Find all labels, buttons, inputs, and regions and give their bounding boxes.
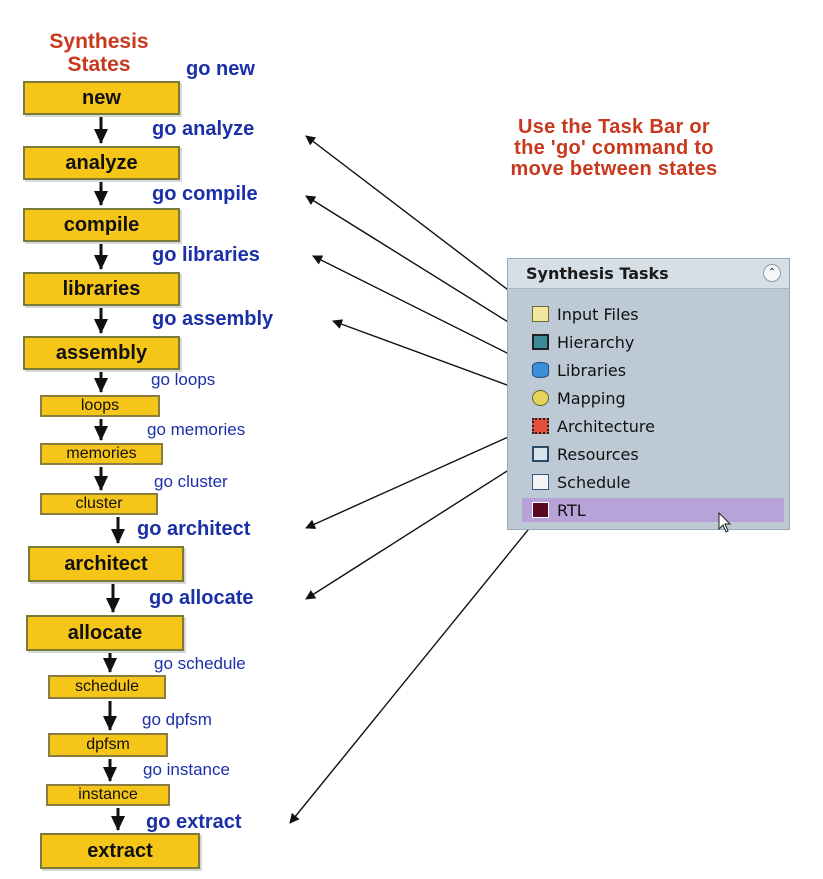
command-go-cluster: go cluster [154, 472, 228, 491]
state-dpfsm: dpfsm [48, 733, 168, 757]
resources-icon [532, 446, 549, 462]
state-analyze: analyze [23, 146, 180, 180]
diagram-title: Synthesis States [22, 30, 176, 76]
hierarchy-icon [532, 334, 549, 350]
libraries-icon [532, 362, 549, 378]
task-link-arrow-1 [305, 135, 538, 313]
task-label: RTL [557, 500, 586, 520]
input-files-icon [532, 306, 549, 322]
task-link-arrow-6 [305, 451, 538, 600]
state-allocate: allocate [26, 615, 184, 651]
command-go-schedule: go schedule [154, 654, 246, 673]
command-go-new: go new [186, 58, 255, 80]
task-resources[interactable]: Resources [522, 442, 784, 466]
schedule-icon [532, 474, 549, 490]
state-schedule: schedule [48, 675, 166, 699]
task-label: Mapping [557, 388, 626, 408]
architecture-icon [532, 418, 549, 434]
panel-title: Synthesis Tasks [526, 264, 669, 283]
command-go-extract: go extract [146, 811, 242, 833]
usage-note-line3: move between states [510, 158, 718, 180]
task-label: Architecture [557, 416, 655, 436]
task-libraries[interactable]: Libraries [522, 358, 784, 382]
task-mapping[interactable]: Mapping [522, 386, 784, 410]
command-go-loops: go loops [151, 370, 216, 389]
state-instance: instance [46, 784, 170, 806]
state-architect: architect [28, 546, 184, 582]
task-link-arrow-4 [332, 319, 538, 397]
usage-note: Use the Task Bar or the 'go' command to … [458, 117, 770, 180]
command-go-compile: go compile [152, 183, 258, 205]
task-label: Input Files [557, 304, 639, 324]
command-go-assembly: go assembly [152, 308, 274, 330]
command-go-dpfsm: go dpfsm [142, 710, 212, 729]
task-link-arrow-3 [312, 255, 538, 369]
state-libraries: libraries [23, 272, 180, 306]
usage-note-line1: Use the Task Bar or [517, 116, 711, 138]
usage-note-line2: the 'go' command to [514, 137, 714, 159]
state-cluster: cluster [40, 493, 158, 515]
task-link-arrow-5 [305, 423, 538, 529]
state-compile: compile [23, 208, 180, 242]
command-go-libraries: go libraries [152, 244, 260, 266]
mouse-cursor-icon [718, 512, 732, 533]
state-assembly: assembly [23, 336, 180, 370]
state-new: new [23, 81, 180, 115]
rtl-icon [532, 502, 549, 518]
state-extract: extract [40, 833, 200, 869]
task-input-files[interactable]: Input Files [522, 302, 784, 326]
task-link-arrow-7 [289, 508, 546, 824]
task-schedule[interactable]: Schedule [522, 470, 784, 494]
task-hierarchy[interactable]: Hierarchy [522, 330, 784, 354]
task-label: Schedule [557, 472, 631, 492]
collapse-icon[interactable]: ⌃ [763, 264, 781, 282]
diagram-title-line1: Synthesis [49, 30, 149, 53]
task-link-arrow-2 [305, 195, 538, 341]
command-go-memories: go memories [147, 420, 246, 439]
command-go-instance: go instance [143, 760, 230, 779]
mapping-icon [532, 390, 549, 406]
state-memories: memories [40, 443, 163, 465]
command-go-architect: go architect [137, 518, 251, 540]
command-go-allocate: go allocate [149, 587, 254, 609]
panel-header: Synthesis Tasks ⌃ [508, 259, 789, 289]
command-go-analyze: go analyze [152, 118, 255, 140]
task-label: Libraries [557, 360, 627, 380]
task-rtl[interactable]: RTL [522, 498, 784, 522]
state-loops: loops [40, 395, 160, 417]
task-label: Hierarchy [557, 332, 635, 352]
diagram-title-line2: States [67, 53, 131, 76]
task-architecture[interactable]: Architecture [522, 414, 784, 438]
task-label: Resources [557, 444, 639, 464]
